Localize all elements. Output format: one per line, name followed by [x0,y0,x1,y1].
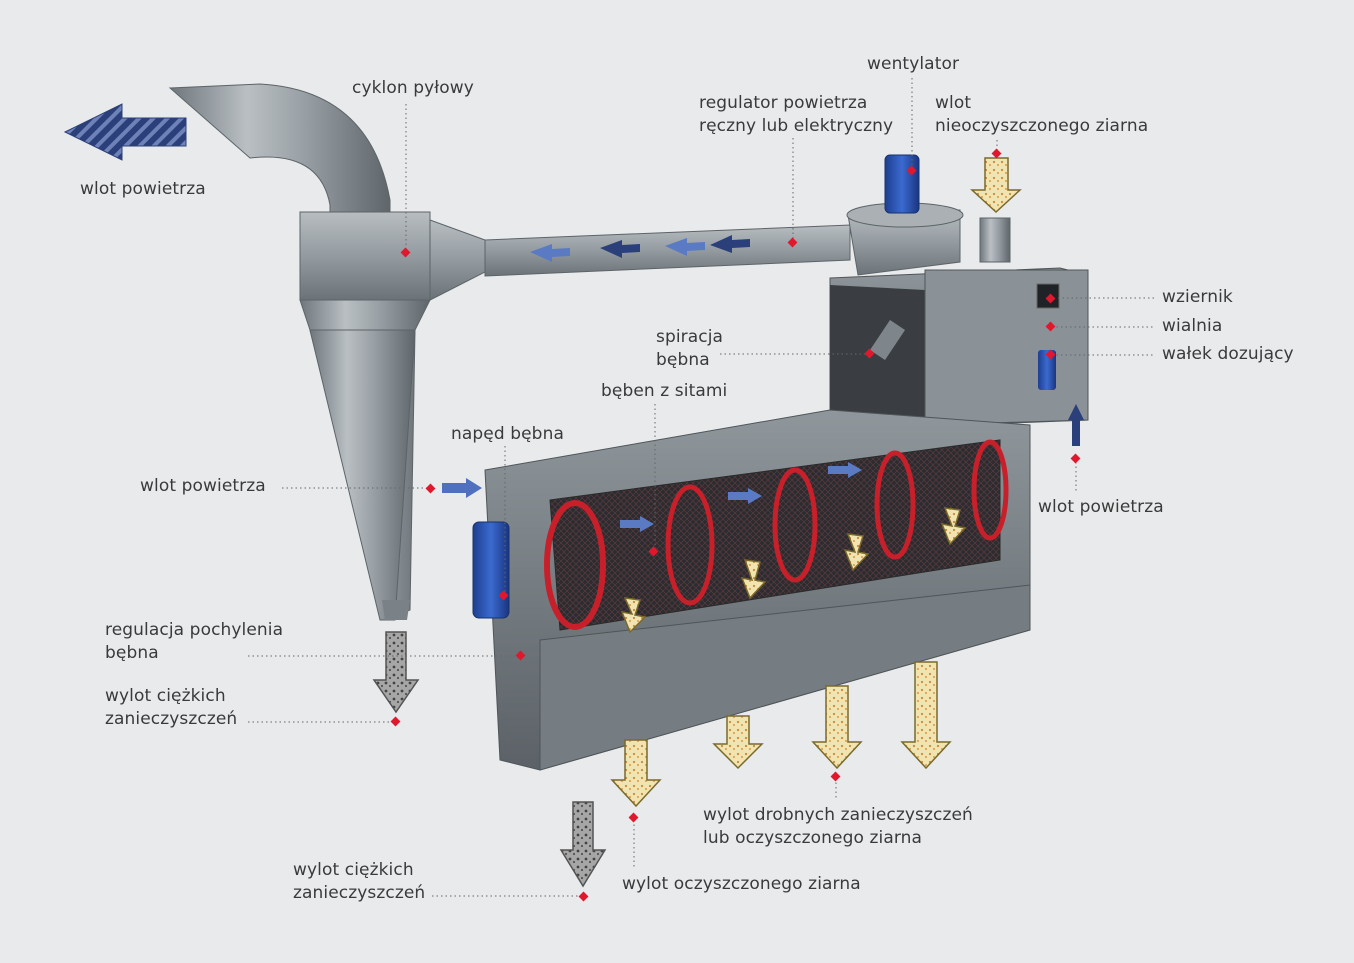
label-fan: wentylator [867,54,960,74]
diamond-marker-icon [390,716,401,727]
arrow-icon [1068,404,1084,446]
debris-arrow-icon [559,801,607,888]
debris-arrows [372,631,607,888]
arrow-icon [665,238,705,256]
diamond-marker-icon [498,590,509,601]
label-line: wylot ciężkich [293,860,414,880]
dust-cyclone [168,83,486,621]
diamond-marker-icon [1045,321,1056,332]
label-line: zanieczyszczeń [293,883,426,903]
diamond-marker-icon [864,348,875,359]
grain-arrow-icon [811,685,863,770]
label-inspection-window: wziernik [1162,287,1233,307]
label-heavy-outlet-bottom: wylot ciężkich zanieczyszczeń [293,859,425,905]
label-heavy-outlet-cyclone: wylot ciężkich zanieczyszczeń [105,685,237,731]
label-winnower: wialnia [1162,316,1223,336]
arrow-icon [442,478,482,498]
label-sieve-drum: bęben z sitami [601,381,728,401]
winnower-box [829,267,1089,426]
diamond-marker-icon [991,148,1002,159]
arrow-icon [620,516,654,532]
arrow-icon [530,244,570,262]
diamond-marker-icon [648,546,659,557]
arrow-icon [600,240,640,258]
arrow-icon [728,488,762,504]
markers [390,148,1081,902]
label-dust-cyclone: cyklon pyłowy [352,78,474,98]
arrow-icon [63,103,187,161]
label-line: zanieczyszczeń [105,709,238,729]
label-drum-drive: napęd bębna [451,424,564,444]
label-air-inlet-right: wlot powietrza [1038,497,1164,517]
leader-lines [248,78,1155,897]
arrow-icon [828,462,862,478]
diamond-marker-icon [578,891,589,902]
label-air-inlet-left: wlot powietrza [140,476,266,496]
air-duct [484,224,851,277]
label-drum-aspiration: spiracja bębna [656,326,723,372]
label-line: ręczny lub elektryczny [699,116,894,136]
diamond-marker-icon [400,247,411,258]
diamond-marker-icon [906,165,917,176]
grain-arrow-icon [940,507,967,546]
label-line: bębna [105,643,159,663]
grain-arrow-icon [843,533,870,572]
grain-arrow-icon [970,157,1022,214]
label-line: spiracja [656,327,724,347]
diamond-marker-icon [787,237,798,248]
diamond-marker-icon [628,812,639,823]
arrow-icon [710,235,750,253]
diamond-marker-icon [1045,293,1056,304]
label-line: bębna [656,350,710,370]
diamond-marker-icon [1070,453,1081,464]
grain-arrow-icon [900,661,952,770]
label-line: lub oczyszczonego ziarna [703,828,923,848]
label-clean-grain-outlet: wylot oczyszczonego ziarna [622,874,861,894]
grain-arrow-icon [712,715,764,770]
grain-arrow-icon [610,739,662,808]
label-line: wylot ciężkich [105,686,226,706]
label-dosing-flap: wałek dozujący [1162,344,1294,364]
label-line: regulator powietrza [699,93,868,113]
label-line: regulacja pochylenia [105,620,284,640]
diamond-marker-icon [1045,349,1056,360]
diamond-marker-icon [830,771,841,782]
airflow-arrows [63,103,1084,532]
grain-arrows [610,157,1022,808]
debris-arrow-icon [372,631,420,714]
diamond-marker-icon [515,650,526,661]
label-line: wylot drobnych zanieczyszczeń [703,805,973,825]
label-air-inlet-top: wlot powietrza [80,179,206,199]
label-grain-inlet: wlot nieoczyszczonego ziarna [935,92,1148,138]
diamond-marker-icon [425,483,436,494]
label-fine-outlet: wylot drobnych zanieczyszczeń lub oczysz… [703,804,973,850]
label-drum-tilt: regulacja pochylenia bębna [105,619,283,665]
label-line: wlot [935,93,972,113]
grain-arrow-icon [740,559,767,600]
label-air-regulator: regulator powietrza ręczny lub elektrycz… [699,92,893,138]
grain-arrow-icon [620,597,647,634]
label-line: nieoczyszczonego ziarna [935,116,1149,136]
